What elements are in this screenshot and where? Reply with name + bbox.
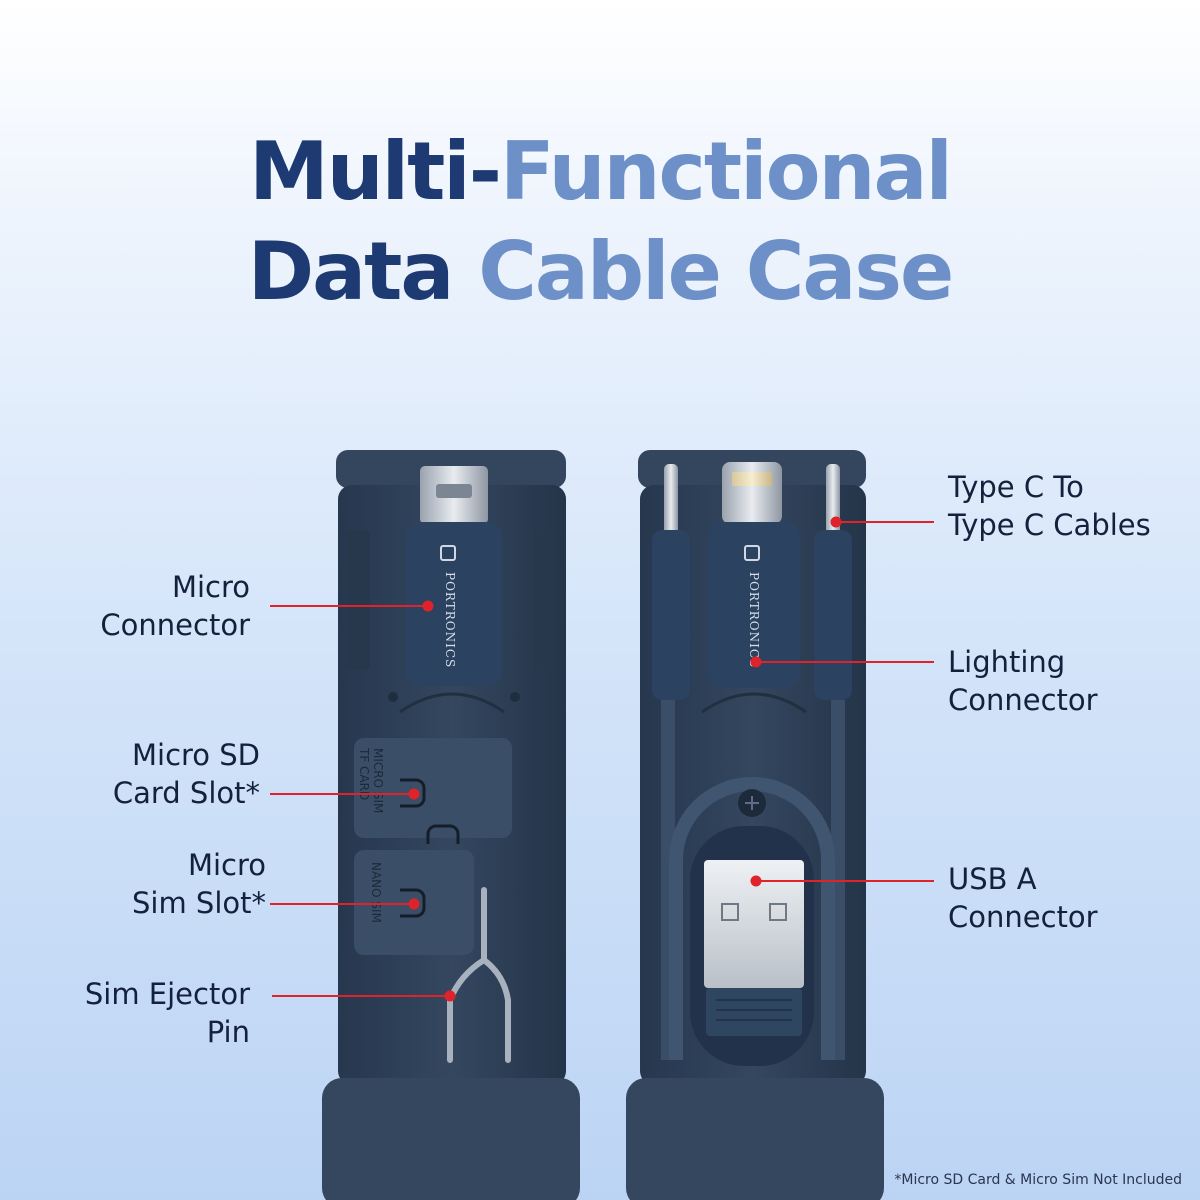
left-case: PORTRONICS MICRO SIM TF CARD NANO SIM <box>322 450 580 1200</box>
micro-sd-slot-tray <box>354 738 512 838</box>
callout-type-c-line2: Type C Cables <box>948 508 1151 542</box>
callout-usb-a-connector: USB A Connector <box>948 860 1098 936</box>
type-c-tip-left <box>664 464 678 538</box>
headline-line-2: Data Cable Case <box>0 232 1200 312</box>
callout-micro-sim-line1: Micro <box>187 848 266 882</box>
pointer-lighting-connector <box>750 656 934 668</box>
callout-micro-connector-line1: Micro <box>171 570 250 604</box>
headline-word-multi: Multi- <box>249 125 502 218</box>
callout-micro-sd-line2: Card Slot* <box>112 776 260 810</box>
headline-word-functional: Functional <box>499 125 953 218</box>
callout-micro-sd-line1: Micro SD <box>131 738 260 772</box>
cable-loop <box>669 777 835 1060</box>
micro-sim-marking: MICRO SIM <box>371 748 385 813</box>
pointer-sim-ejector-pin <box>272 990 456 1002</box>
footnote: *Micro SD Card & Micro Sim Not Included <box>894 1172 1182 1188</box>
callout-sim-ejector-pin: Sim Ejector Pin <box>85 975 250 1051</box>
callout-lighting-connector: Lighting Connector <box>948 643 1098 719</box>
callout-micro-sim-line2: Sim Slot* <box>131 886 266 920</box>
left-case-cap <box>322 1078 580 1200</box>
nano-sim-marking: NANO SIM <box>369 862 383 923</box>
callout-micro-sim-slot: Micro Sim Slot* <box>132 846 266 922</box>
callout-sim-ejector-line1: Sim Ejector <box>84 977 250 1011</box>
lightning-tip <box>722 462 782 524</box>
callout-type-c-line1: Type C To <box>948 470 1084 504</box>
headline-line-1: Multi-Functional <box>0 132 1200 212</box>
left-brand-text: PORTRONICS <box>443 572 457 668</box>
lightning-connector-body <box>708 522 800 688</box>
callout-micro-sd-slot: Micro SD Card Slot* <box>113 736 260 812</box>
pointer-micro-sim-slot <box>270 898 420 910</box>
pointer-micro-sd-slot <box>270 788 420 800</box>
pointer-type-c-cables <box>830 516 934 528</box>
right-brand-text: PORTRONICS <box>747 572 761 668</box>
headline-word-cable-case: Cable Case <box>478 225 954 318</box>
callout-micro-connector-line2: Connector <box>100 608 250 642</box>
usb-a-plug <box>704 860 804 988</box>
headline-word-data: Data <box>247 225 479 318</box>
callout-lighting-line1: Lighting <box>948 645 1066 679</box>
pointer-usb-a-connector <box>750 875 934 887</box>
callout-micro-connector: Micro Connector <box>100 568 250 644</box>
callout-sim-ejector-line2: Pin <box>206 1015 250 1049</box>
micro-connector-body <box>406 522 502 686</box>
callout-type-c-cables: Type C To Type C Cables <box>948 468 1151 544</box>
right-case: PORTRONICS <box>626 450 884 1200</box>
tf-card-marking: TF CARD <box>357 747 371 800</box>
pointer-micro-connector <box>270 600 434 612</box>
callout-lighting-line2: Connector <box>948 683 1098 717</box>
right-case-cap <box>626 1078 884 1200</box>
callout-usb-a-line2: Connector <box>948 900 1098 934</box>
callout-usb-a-line1: USB A <box>948 862 1037 896</box>
